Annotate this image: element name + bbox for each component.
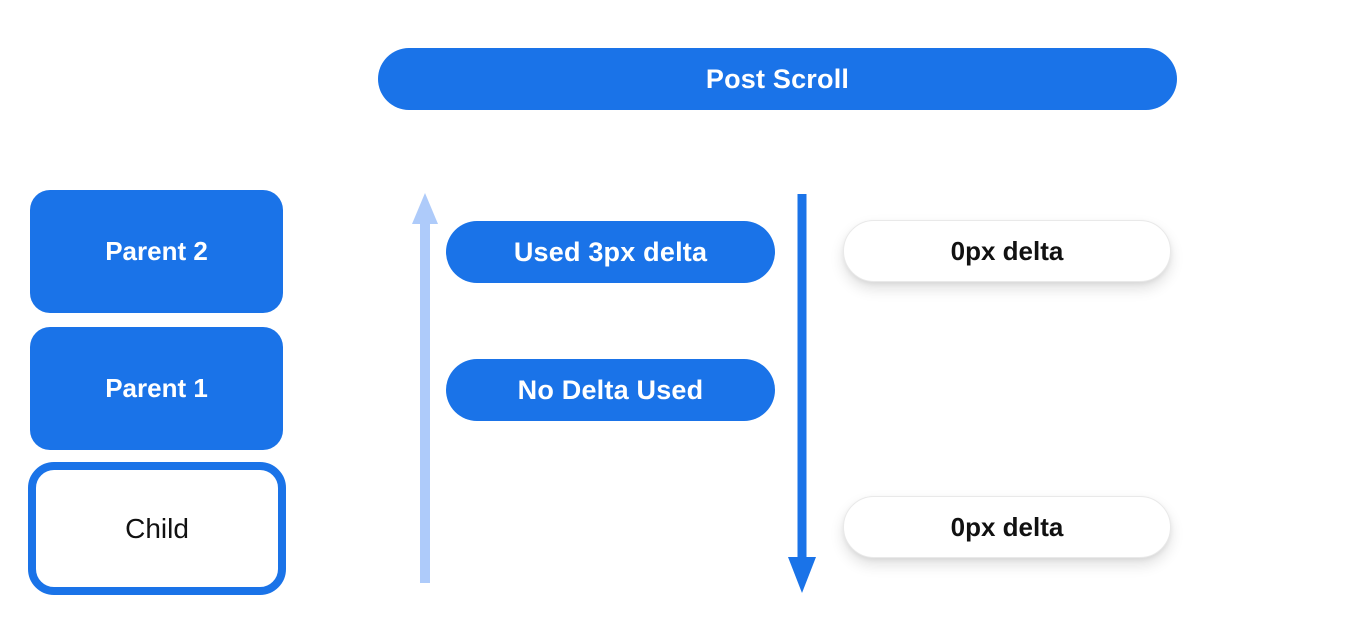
post-scroll-header: Post Scroll [378, 48, 1177, 110]
zero-delta-top-label: 0px delta [950, 235, 1064, 266]
child-box: Child [28, 462, 286, 595]
parent1-box: Parent 1 [30, 327, 283, 450]
child-label: Child [125, 512, 189, 544]
up-arrow-icon [412, 193, 438, 583]
no-delta-used-label: No Delta Used [517, 374, 704, 405]
used-delta-pill: Used 3px delta [446, 221, 775, 283]
zero-delta-pill-bottom: 0px delta [843, 496, 1171, 558]
parent1-label: Parent 1 [105, 373, 208, 403]
used-delta-label: Used 3px delta [513, 236, 708, 267]
no-delta-used-pill: No Delta Used [446, 359, 775, 421]
zero-delta-bottom-label: 0px delta [950, 511, 1064, 542]
post-scroll-header-label: Post Scroll [705, 63, 850, 94]
down-arrow-icon [788, 194, 816, 593]
parent2-box: Parent 2 [30, 190, 283, 313]
zero-delta-pill-top: 0px delta [843, 220, 1171, 282]
parent2-label: Parent 2 [105, 236, 208, 266]
